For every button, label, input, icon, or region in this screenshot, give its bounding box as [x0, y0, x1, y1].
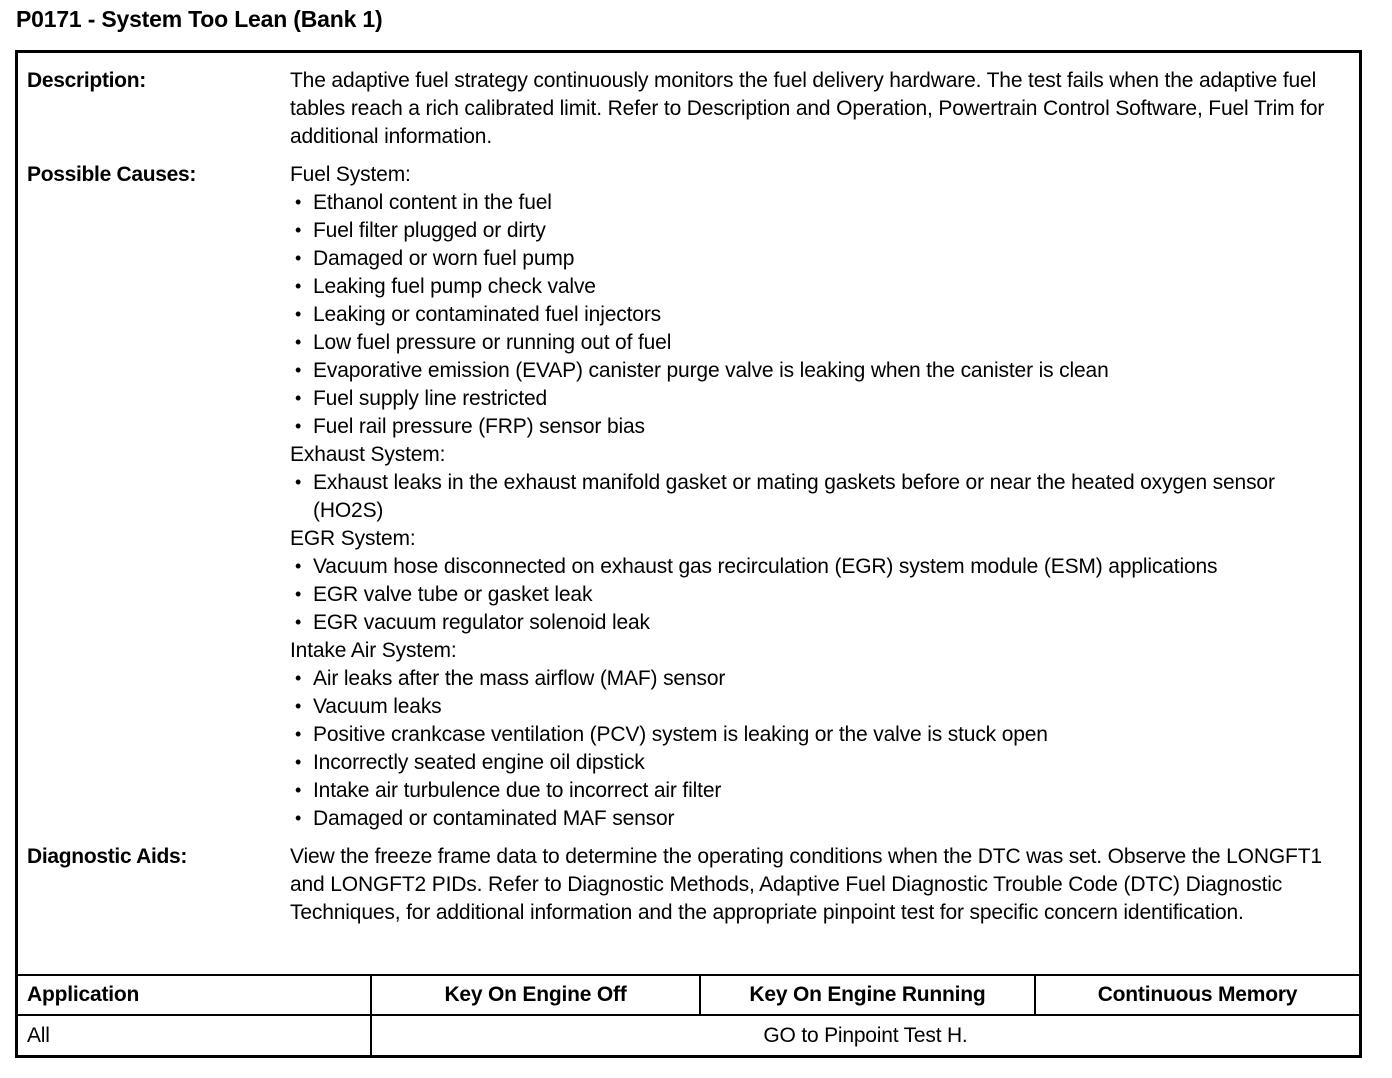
list-item: Fuel supply line restricted: [290, 384, 1345, 413]
column-header-key-on-engine-running: Key On Engine Running: [699, 974, 1036, 1015]
causes-group-heading: Intake Air System:: [290, 639, 457, 662]
causes-group-heading: EGR System:: [290, 527, 416, 550]
list-item: Vacuum hose disconnected on exhaust gas …: [290, 552, 1345, 581]
list-item: Positive crankcase ventilation (PCV) sys…: [290, 720, 1345, 749]
causes-group-heading: Exhaust System:: [290, 443, 446, 466]
list-item: Evaporative emission (EVAP) canister pur…: [290, 356, 1345, 385]
description-text: The adaptive fuel strategy continuously …: [290, 69, 1325, 148]
causes-group-list: Air leaks after the mass airflow (MAF) s…: [290, 664, 1345, 833]
list-item: Exhaust leaks in the exhaust manifold ga…: [290, 468, 1345, 525]
list-item: Vacuum leaks: [290, 692, 1345, 721]
list-item: Air leaks after the mass airflow (MAF) s…: [290, 664, 1345, 693]
diagnostic-aids-content: View the freeze frame data to determine …: [290, 843, 1359, 927]
causes-group-list: Exhaust leaks in the exhaust manifold ga…: [290, 468, 1345, 525]
causes-group-list: Vacuum hose disconnected on exhaust gas …: [290, 552, 1345, 637]
application-table-header-row: Application Key On Engine Off Key On Eng…: [18, 974, 1359, 1015]
application-table: Application Key On Engine Off Key On Eng…: [18, 974, 1359, 1055]
column-header-continuous-memory: Continuous Memory: [1034, 974, 1359, 1015]
list-item: Fuel filter plugged or dirty: [290, 216, 1345, 245]
table-row: All GO to Pinpoint Test H.: [18, 1014, 1359, 1055]
cell-pinpoint-test-action: GO to Pinpoint Test H.: [370, 1014, 1359, 1055]
description-row: Description: The adaptive fuel strategy …: [18, 53, 1359, 151]
description-content: The adaptive fuel strategy continuously …: [290, 67, 1359, 151]
list-item: Low fuel pressure or running out of fuel: [290, 328, 1345, 357]
list-item: Damaged or worn fuel pump: [290, 244, 1345, 273]
diagnostic-aids-label: Diagnostic Aids:: [27, 845, 188, 868]
list-item: Leaking or contaminated fuel injectors: [290, 300, 1345, 329]
list-item: Ethanol content in the fuel: [290, 188, 1345, 217]
list-item: Intake air turbulence due to incorrect a…: [290, 776, 1345, 805]
diagnostic-aids-row: Diagnostic Aids: View the freeze frame d…: [18, 833, 1359, 927]
list-item: Incorrectly seated engine oil dipstick: [290, 748, 1345, 777]
column-header-key-on-engine-off: Key On Engine Off: [370, 974, 701, 1015]
list-item: Leaking fuel pump check valve: [290, 272, 1345, 301]
list-item: EGR vacuum regulator solenoid leak: [290, 608, 1345, 637]
causes-group-list: Ethanol content in the fuelFuel filter p…: [290, 188, 1345, 441]
list-item: EGR valve tube or gasket leak: [290, 580, 1345, 609]
causes-group-heading: Fuel System:: [290, 163, 411, 186]
possible-causes-content: Fuel System:Ethanol content in the fuelF…: [290, 161, 1359, 833]
list-item: Fuel rail pressure (FRP) sensor bias: [290, 412, 1345, 441]
possible-causes-label: Possible Causes:: [27, 163, 197, 186]
diagnostic-aids-text: View the freeze frame data to determine …: [290, 845, 1322, 924]
page-title: P0171 - System Too Lean (Bank 1): [16, 6, 383, 32]
description-label: Description:: [27, 69, 146, 92]
cell-application: All: [18, 1014, 372, 1055]
list-item: Damaged or contaminated MAF sensor: [290, 804, 1345, 833]
column-header-application: Application: [18, 974, 372, 1015]
possible-causes-row: Possible Causes: Fuel System:Ethanol con…: [18, 151, 1359, 833]
dtc-detail-table: Description: The adaptive fuel strategy …: [15, 50, 1362, 1058]
